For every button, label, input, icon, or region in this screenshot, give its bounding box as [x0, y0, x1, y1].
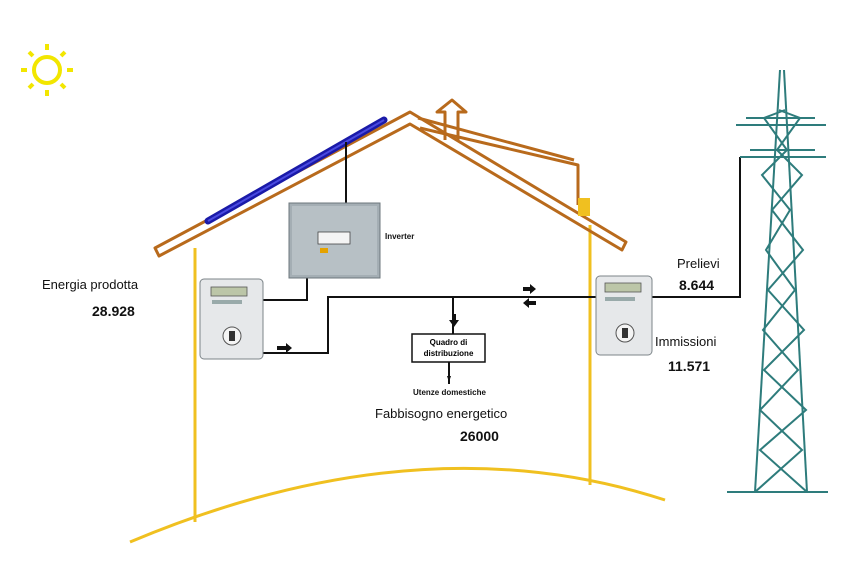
distribution-panel-label-line1: Quadro di — [429, 338, 468, 347]
electric-meter-icon — [199, 278, 264, 360]
wires — [260, 142, 741, 384]
arrow-right-icon — [277, 343, 292, 353]
inverter-label: Inverter — [385, 232, 415, 241]
distribution-panel-label-line2: distribuzione — [423, 349, 474, 358]
household-utilities-label: Utenze domestiche — [413, 388, 486, 397]
electric-meter-icon — [595, 275, 653, 356]
produced-energy-label: Energia prodotta — [42, 277, 139, 292]
vent-box — [578, 198, 590, 216]
energy-demand-value: 26000 — [460, 428, 499, 444]
arrow-down-icon — [449, 314, 459, 327]
withdrawals-label: Prelievi — [677, 256, 720, 271]
ground-hill — [129, 466, 666, 544]
sun-icon — [21, 44, 73, 96]
roof — [153, 98, 628, 258]
power-pylon-icon — [727, 69, 828, 493]
distribution-panel-label: Quadro di distribuzione — [412, 337, 485, 359]
withdrawals-value: 8.644 — [679, 277, 715, 293]
distribution-panel — [411, 333, 486, 363]
inverter-icon — [288, 202, 381, 279]
arrow-left-icon — [523, 298, 536, 308]
injections-value: 11.571 — [668, 358, 711, 374]
arrow-down-icon — [447, 376, 451, 382]
arrow-right-icon — [523, 284, 536, 294]
injections-label: Immissioni — [655, 334, 717, 349]
produced-energy-value: 28.928 — [92, 303, 135, 319]
energy-demand-label: Fabbisogno energetico — [375, 406, 508, 421]
